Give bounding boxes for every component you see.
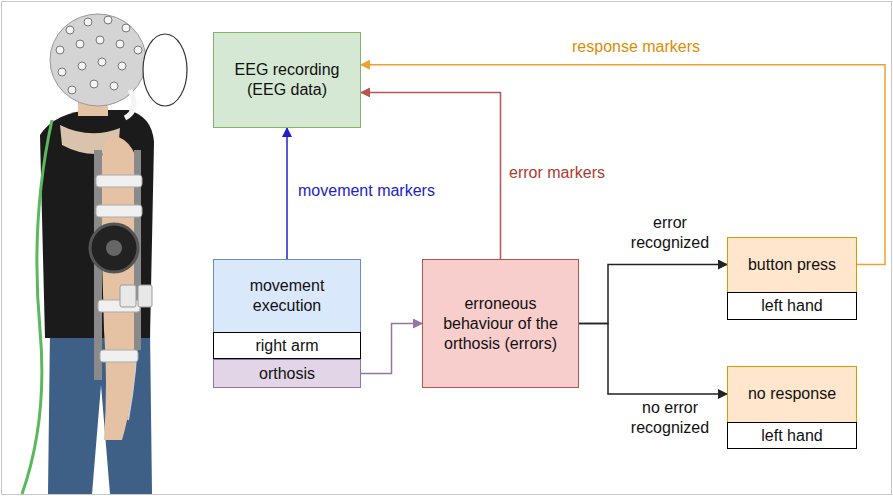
edge-label: movement markers: [298, 181, 458, 201]
straps: [96, 175, 142, 362]
orthosis-joint: [90, 224, 138, 272]
connector-arrow: [579, 265, 727, 324]
connector-arrow: [361, 92, 501, 259]
text-area: no response: [728, 367, 856, 421]
text-area: left hand: [728, 293, 856, 319]
connector-arrow: [361, 324, 422, 374]
node-text: left hand: [735, 296, 849, 316]
node-text: movement execution: [221, 276, 353, 316]
connector-arrow: [361, 65, 885, 265]
text-area: left hand: [728, 423, 856, 448]
node-text: right arm: [221, 336, 353, 356]
sub-box: left hand: [727, 422, 857, 449]
edge-label: error recognized: [620, 213, 720, 253]
sub-box: left hand: [727, 292, 857, 320]
text-area: erroneous behaviour of the orthosis (err…: [423, 260, 578, 387]
edge-label: response markers: [572, 37, 732, 57]
sensor-boxes: [120, 285, 152, 307]
text-area: movement execution: [214, 260, 360, 331]
edge-label: no error recognized: [620, 398, 720, 438]
sub-box: right arm: [213, 332, 361, 359]
chin-strap: [125, 90, 134, 118]
response-box: button press left hand: [727, 237, 857, 320]
response-box: no response left hand: [727, 366, 857, 449]
text-area: orthosis: [214, 360, 360, 387]
node-text: button press: [735, 255, 849, 275]
face-mask: [143, 34, 187, 106]
process-box: EEG recording (EEG data): [213, 32, 361, 128]
connector-arrow: [286, 128, 288, 259]
node-text: erroneous behaviour of the orthosis (err…: [430, 294, 571, 354]
node-text: no response: [735, 384, 849, 404]
text-area: EEG recording (EEG data): [214, 33, 360, 127]
sub-box: orthosis: [213, 359, 361, 388]
jeans: [48, 330, 152, 494]
orthosis-joint: [106, 240, 122, 256]
node-text: left hand: [735, 426, 849, 446]
cable: [22, 120, 52, 494]
electrodes: [56, 16, 142, 94]
text-area: button press: [728, 238, 856, 291]
connector-arrow: [579, 324, 727, 395]
process-box: erroneous behaviour of the orthosis (err…: [422, 259, 579, 388]
node-text: EEG recording (EEG data): [221, 60, 353, 100]
edge-label: error markers: [509, 163, 639, 183]
node-text: orthosis: [221, 364, 353, 384]
text-area: right arm: [214, 333, 360, 358]
process-box: movement execution right arm orthosis: [213, 259, 361, 388]
